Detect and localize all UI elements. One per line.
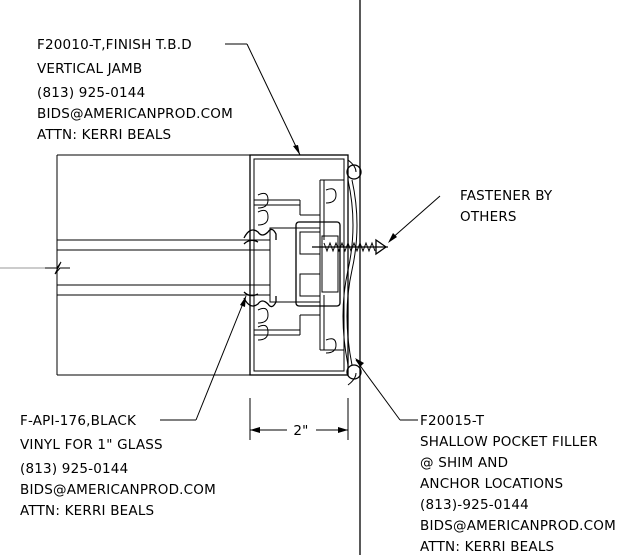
leader-vinyl bbox=[160, 295, 247, 421]
callout-jamb-line-3: (813) 925-0144 bbox=[37, 85, 145, 101]
vinyl-gasket bbox=[243, 228, 277, 308]
callout-vinyl-line-1: F-API-176,BLACK bbox=[20, 413, 137, 429]
callout-filler-line-4: ANCHOR LOCATIONS bbox=[420, 476, 563, 492]
callout-filler-line-7: ATTN: KERRI BEALS bbox=[420, 539, 554, 555]
callout-vinyl-line-4: BIDS@AMERICANPROD.COM bbox=[20, 482, 216, 498]
callout-filler: F20015-T SHALLOW POCKET FILLER @ SHIM AN… bbox=[420, 413, 616, 555]
callout-jamb-line-5: ATTN: KERRI BEALS bbox=[37, 127, 171, 143]
callout-fastener-line-2: OTHERS bbox=[460, 209, 517, 225]
dimension-label: 2" bbox=[293, 423, 308, 439]
leader-fastener bbox=[388, 195, 441, 243]
callout-filler-line-2: SHALLOW POCKET FILLER bbox=[420, 434, 598, 450]
callout-jamb-line-2: VERTICAL JAMB bbox=[37, 61, 142, 77]
sealant-joint bbox=[342, 159, 362, 386]
callout-fastener: FASTENER BY OTHERS bbox=[460, 188, 553, 225]
callout-vinyl-line-3: (813) 925-0144 bbox=[20, 461, 128, 477]
fastener bbox=[312, 238, 388, 256]
callout-vinyl-line-2: VINYL FOR 1" GLASS bbox=[20, 437, 163, 453]
callout-vinyl-line-5: ATTN: KERRI BEALS bbox=[20, 503, 154, 519]
callout-filler-line-6: BIDS@AMERICANPROD.COM bbox=[420, 518, 616, 534]
callout-fastener-line-1: FASTENER BY bbox=[460, 188, 553, 204]
pocket-filler bbox=[295, 221, 341, 307]
callout-filler-line-5: (813)-925-0144 bbox=[420, 497, 529, 513]
callout-filler-line-3: @ SHIM AND bbox=[420, 455, 508, 471]
leader-filler bbox=[355, 358, 418, 421]
callout-jamb-line-1: F20010-T,FINISH T.B.D bbox=[37, 37, 192, 53]
callout-vinyl: F-API-176,BLACK VINYL FOR 1" GLASS (813)… bbox=[20, 413, 216, 519]
callout-jamb-line-4: BIDS@AMERICANPROD.COM bbox=[37, 106, 233, 122]
callout-jamb: F20010-T,FINISH T.B.D VERTICAL JAMB (813… bbox=[37, 37, 233, 143]
vertical-jamb-extrusion bbox=[249, 154, 349, 376]
leader-jamb bbox=[225, 43, 301, 156]
glass-infill bbox=[0, 154, 271, 376]
callout-filler-line-1: F20015-T bbox=[420, 413, 485, 429]
width-dimension: 2" bbox=[249, 398, 349, 440]
